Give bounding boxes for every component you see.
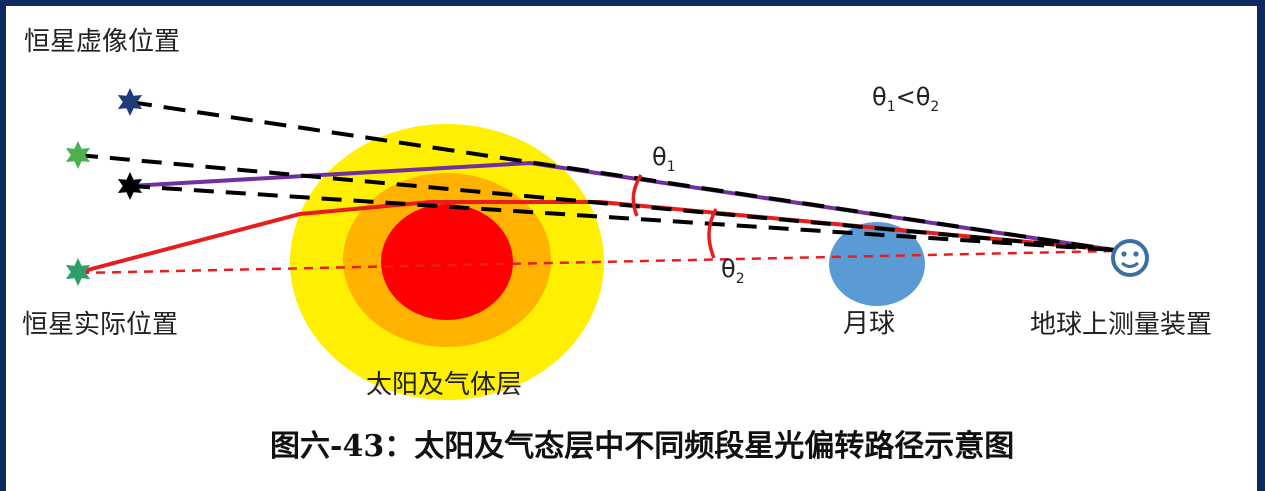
star-icon [117, 88, 143, 116]
sun-group [290, 124, 604, 400]
relation-theta-a: θ [872, 83, 887, 111]
theta-relation-label: θ1<θ2 [872, 83, 939, 115]
angle-arc-theta1 [631, 174, 643, 217]
moon-disc [829, 222, 925, 306]
sun-label: 太阳及气体层 [366, 370, 522, 400]
angle-arc-theta2 [707, 208, 718, 259]
relation-sub-a: 1 [887, 99, 896, 115]
actual-position-label: 恒星实际位置 [22, 310, 178, 340]
sun-core [381, 204, 513, 320]
theta2-symbol: θ [721, 255, 736, 283]
dashed-line-middle [77, 153, 1115, 252]
theta1-symbol: θ [652, 143, 667, 171]
earth-device-label: 地球上测量装置 [1030, 310, 1212, 340]
theta1-subscript: 1 [667, 159, 676, 175]
figure-caption: 图六-43：太阳及气态层中不同频段星光偏转路径示意图 [270, 429, 1014, 464]
theta2-label: θ2 [721, 255, 745, 287]
dashed-line-bottom [129, 184, 1115, 252]
theta2-subscript: 2 [736, 271, 745, 287]
star-icon [65, 258, 91, 286]
relation-theta-b: θ [916, 83, 931, 111]
moon-label: 月球 [843, 309, 895, 339]
relation-less-than: < [896, 83, 916, 111]
smiley-face-icon [1111, 239, 1149, 277]
red-light-path [79, 200, 1115, 274]
theta1-label: θ1 [652, 143, 676, 175]
star-icon [117, 172, 143, 200]
diagram-canvas: 恒星虚像位置 恒星实际位置 太阳及气体层 月球 地球上测量装置 θ1 θ2 θ1… [22, 27, 1212, 464]
actual-line-red-dashed [79, 249, 1115, 275]
virtual-position-label: 恒星虚像位置 [24, 27, 180, 57]
relation-sub-b: 2 [930, 99, 939, 115]
star-icon [65, 141, 91, 169]
dashed-line-top [129, 100, 1115, 252]
